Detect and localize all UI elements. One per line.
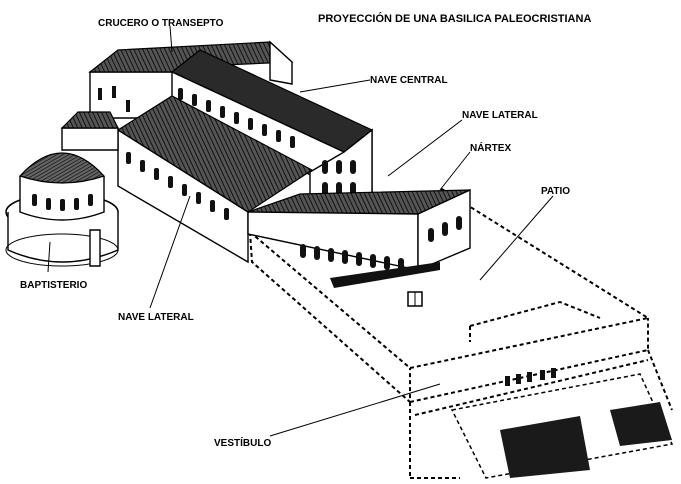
label-nartex: NÁRTEX <box>470 141 511 154</box>
central-nave <box>170 49 374 207</box>
narthex <box>247 188 471 307</box>
label-patio: PATIO <box>541 186 570 197</box>
annex <box>60 111 119 151</box>
label-nave-lateral-left: NAVE LATERAL <box>118 312 194 323</box>
diagram-title: PROYECCIÓN DE UNA BASILICA PALEOCRISTIAN… <box>318 12 591 25</box>
label-vestibulo: VESTÍBULO <box>214 436 271 449</box>
baptistery <box>5 152 119 267</box>
label-crucero: CRUCERO O TRANSEPTO <box>98 18 224 29</box>
label-nave-lateral-right: NAVE LATERAL <box>462 110 538 121</box>
left-lateral-nave <box>116 95 314 264</box>
label-nave-central: NAVE CENTRAL <box>370 75 448 86</box>
leader-lines <box>47 25 554 437</box>
atrium-outline <box>249 187 673 479</box>
vestibule-steps <box>450 368 674 479</box>
label-baptisterio: BAPTISTERIO <box>20 280 87 291</box>
